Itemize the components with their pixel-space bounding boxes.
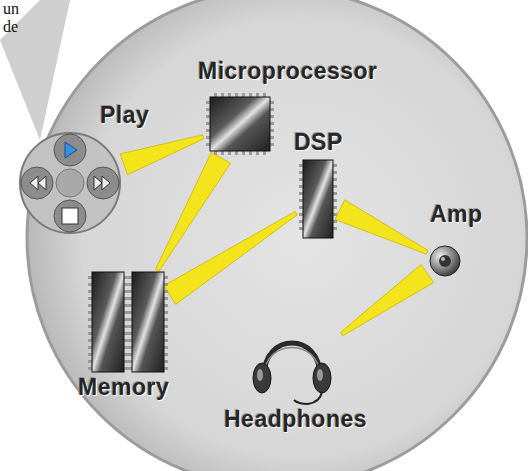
- text-fragment: un: [3, 1, 19, 17]
- signal-wedge-shape: [341, 265, 434, 336]
- signal-wedge: [120, 135, 204, 175]
- signal-wedge: [164, 211, 298, 304]
- component-label: Memory: [78, 376, 169, 399]
- signal-wedge: [341, 265, 434, 336]
- signal-wedge: [335, 200, 428, 254]
- component-node: Headphones: [250, 330, 340, 404]
- mem-icon: [88, 272, 168, 372]
- component-label: Amp: [430, 203, 483, 226]
- component-label: Microprocessor: [198, 60, 378, 83]
- signal-wedge: [156, 152, 231, 271]
- component-label: Play: [100, 104, 149, 127]
- signal-wedge-shape: [335, 200, 428, 254]
- chip2-icon: [298, 160, 338, 238]
- dpad-icon: [18, 130, 122, 236]
- component-node: Memory: [88, 272, 168, 372]
- component-label: Headphones: [224, 408, 367, 431]
- signal-wedge-shape: [156, 152, 231, 271]
- component-node: Play: [18, 130, 122, 236]
- text-fragment: de: [3, 19, 18, 35]
- signal-wedge-shape: [120, 135, 204, 175]
- signal-wedge-shape: [164, 211, 298, 304]
- phones-icon: [250, 330, 340, 404]
- chip4-icon: [205, 92, 275, 156]
- component-label: DSP: [294, 131, 343, 154]
- knob-icon: [429, 245, 461, 277]
- component-node: DSP: [298, 160, 338, 238]
- component-node: Microprocessor: [205, 92, 275, 156]
- component-node: Amp: [429, 245, 461, 277]
